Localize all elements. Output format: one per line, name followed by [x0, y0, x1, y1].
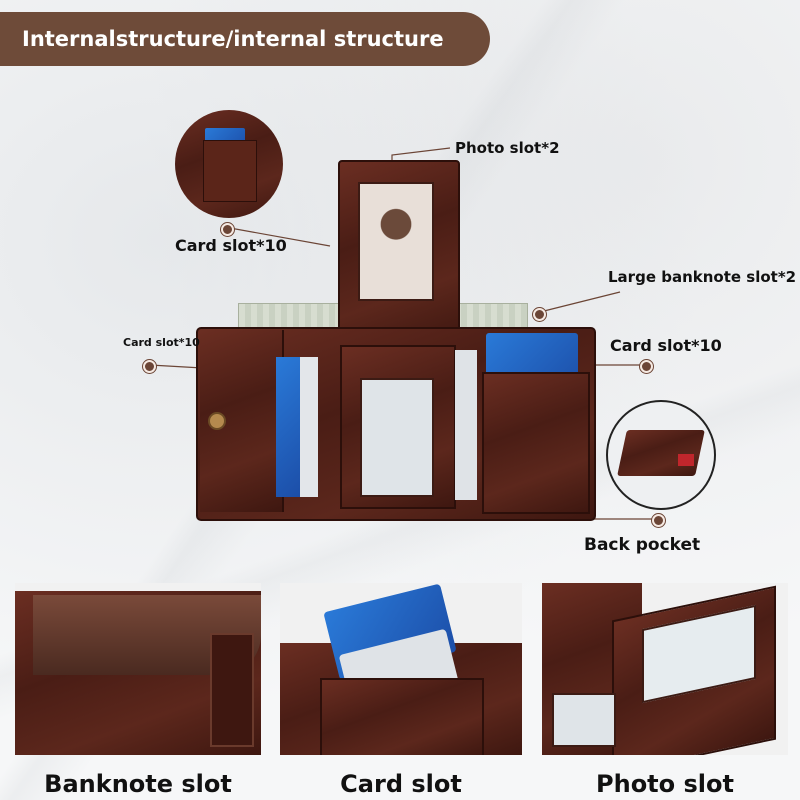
callout-card-slot-left: Card slot*10	[123, 336, 200, 349]
callout-dot	[640, 360, 653, 373]
callout-dot	[652, 514, 665, 527]
bottom-label-banknote: Banknote slot	[44, 770, 232, 798]
callout-card-slot-right: Card slot*10	[610, 336, 722, 355]
page-title: Internalstructure/internal structure	[22, 27, 444, 51]
banknote-slot-photo	[15, 583, 261, 755]
bottom-label-photo: Photo slot	[596, 770, 734, 798]
back-pocket-thumbnail	[606, 400, 716, 510]
callout-back-pocket: Back pocket	[584, 535, 701, 555]
callout-dot	[221, 223, 234, 236]
card-slot-thumbnail	[175, 110, 283, 218]
callout-dot	[143, 360, 156, 373]
photo-slot-photo	[542, 583, 788, 755]
callout-card-slot-top: Card slot*10	[175, 236, 287, 255]
callout-large-banknote: Large banknote slot*2	[608, 268, 797, 286]
bottom-label-card: Card slot	[340, 770, 462, 798]
callout-photo-slot: Photo slot*2	[455, 139, 560, 157]
title-banner: Internalstructure/internal structure	[0, 12, 490, 66]
callout-dot	[533, 308, 546, 321]
card-slot-photo	[280, 583, 522, 755]
